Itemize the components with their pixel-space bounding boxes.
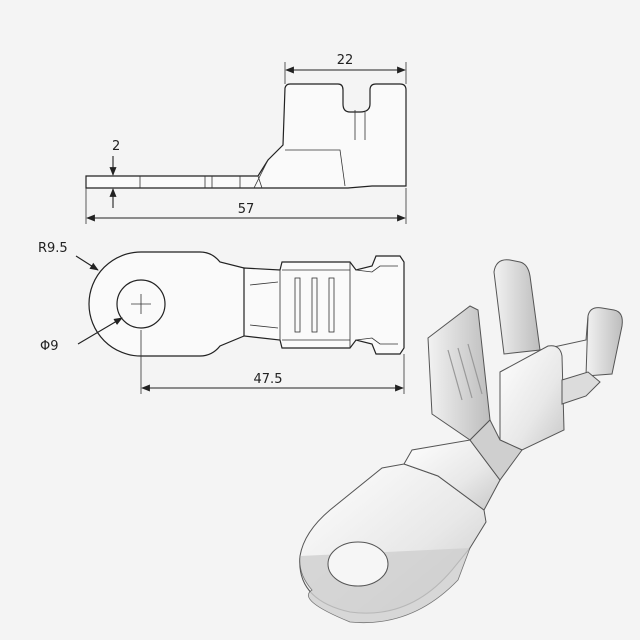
side-view [85, 83, 407, 189]
dim-center-to-end-label: 47.5 [254, 372, 283, 387]
dim-ring-radius-label: R9.5 [38, 241, 68, 256]
dim-side-height-label: 22 [337, 53, 354, 68]
dim-overall-length: 57 [85, 188, 407, 224]
dim-overall-length-label: 57 [238, 202, 255, 217]
dim-side-height: 22 [284, 53, 407, 84]
dim-thickness-label: 2 [112, 139, 120, 154]
isometric-3d-view [299, 259, 623, 624]
dim-thickness: 2 [109, 139, 120, 208]
dim-ring-radius: R9.5 [38, 241, 99, 271]
dim-center-to-end: 47.5 [140, 330, 405, 394]
dim-hole-diameter: Φ9 [40, 317, 123, 354]
hole-3d [327, 541, 389, 587]
top-view [88, 251, 405, 357]
dim-hole-diameter-label: Φ9 [40, 339, 59, 354]
